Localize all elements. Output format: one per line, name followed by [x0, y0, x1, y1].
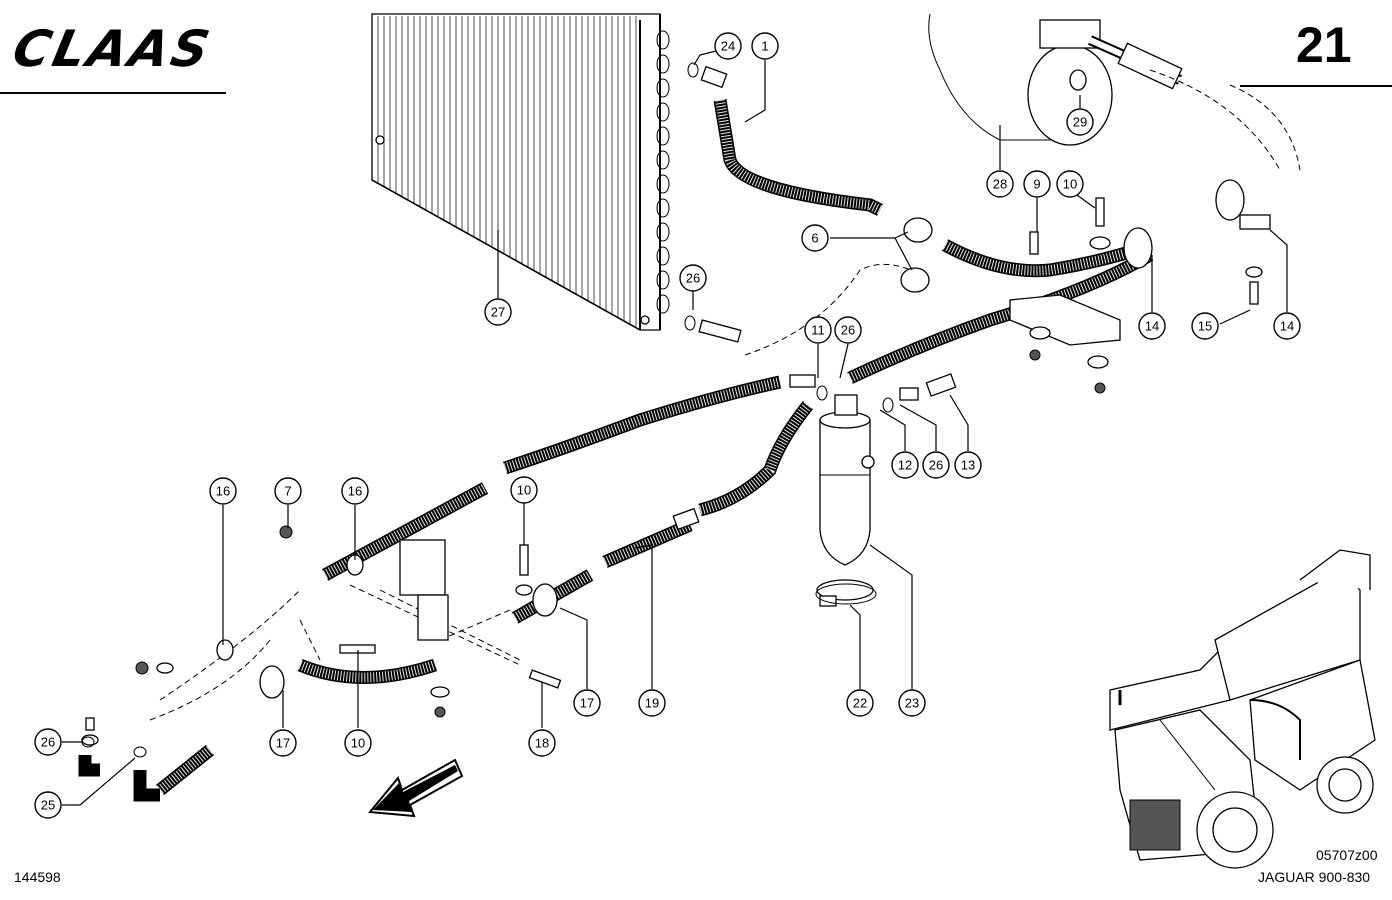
grommets — [900, 217, 933, 293]
callout-10: 10 — [1056, 170, 1084, 198]
callout-16: 16 — [209, 477, 237, 505]
callout-number: 19 — [645, 696, 659, 711]
callout-number: 17 — [276, 736, 290, 751]
callout-number: 6 — [811, 231, 818, 246]
callout-26: 26 — [922, 451, 950, 479]
drawing-code: 05707z00 — [1316, 847, 1378, 863]
callout-number: 25 — [41, 798, 55, 813]
callout-number: 28 — [993, 177, 1007, 192]
callout-number: 14 — [1145, 319, 1159, 334]
callout-1: 1 — [751, 32, 779, 60]
receiver-drier — [816, 394, 875, 607]
callout-number: 7 — [284, 484, 291, 499]
callout-number: 29 — [1073, 115, 1087, 130]
callout-number: 13 — [961, 458, 975, 473]
callout-number: 9 — [1033, 177, 1040, 192]
callout-22: 22 — [846, 689, 874, 717]
callout-19: 19 — [638, 689, 666, 717]
callout-11: 11 — [804, 316, 832, 344]
page-number: 21 — [1296, 17, 1352, 73]
callout-number: 26 — [841, 323, 855, 338]
callout-16: 16 — [341, 477, 369, 505]
callout-6: 6 — [801, 224, 829, 252]
callout-number: 15 — [1198, 319, 1212, 334]
callout-15: 15 — [1191, 312, 1219, 340]
mounting-plate — [1009, 294, 1121, 346]
callout-9: 9 — [1023, 170, 1051, 198]
callout-14: 14 — [1138, 312, 1166, 340]
callout-12: 12 — [891, 451, 919, 479]
direction-arrow-icon — [368, 758, 464, 818]
callout-27: 27 — [484, 298, 512, 326]
callout-number: 26 — [41, 735, 55, 750]
callout-number: 22 — [853, 696, 867, 711]
callout-13: 13 — [954, 451, 982, 479]
callout-number: 14 — [1280, 319, 1294, 334]
callout-number: 11 — [811, 323, 825, 338]
callout-number: 23 — [905, 696, 919, 711]
callout-number: 27 — [491, 305, 505, 320]
callout-17: 17 — [269, 729, 297, 757]
callout-number: 24 — [721, 39, 735, 54]
callout-number: 12 — [898, 458, 912, 473]
compressor — [928, 13, 1183, 146]
callout-number: 10 — [351, 736, 365, 751]
callout-10: 10 — [344, 729, 372, 757]
condenser — [371, 13, 670, 331]
callout-26: 26 — [34, 728, 62, 756]
callout-number: 16 — [348, 484, 362, 499]
model-name: JAGUAR 900-830 — [1258, 869, 1371, 885]
header-rule-right — [1240, 85, 1392, 87]
callout-25: 25 — [34, 791, 62, 819]
callout-23: 23 — [898, 689, 926, 717]
figure-id: 144598 — [14, 869, 61, 885]
callout-18: 18 — [528, 729, 556, 757]
harvester-thumbnail — [1109, 549, 1376, 869]
callout-28: 28 — [986, 170, 1014, 198]
callout-number: 18 — [535, 736, 549, 751]
callout-26: 26 — [679, 264, 707, 292]
callout-number: 26 — [686, 271, 700, 286]
callout-number: 16 — [216, 484, 230, 499]
callout-7: 7 — [274, 477, 302, 505]
callout-14: 14 — [1273, 312, 1301, 340]
callout-10: 10 — [510, 476, 538, 504]
callout-number: 10 — [1063, 177, 1077, 192]
leader-lines — [62, 47, 1288, 806]
clamps — [216, 179, 1271, 699]
callout-number: 26 — [929, 458, 943, 473]
fittings — [78, 62, 957, 802]
callout-number: 17 — [580, 696, 594, 711]
callout-17: 17 — [573, 689, 601, 717]
callout-number: 10 — [517, 483, 531, 498]
hose-clip — [815, 583, 877, 605]
callout-29: 29 — [1066, 108, 1094, 136]
callout-number: 1 — [761, 39, 768, 54]
callout-26: 26 — [834, 316, 862, 344]
callout-24: 24 — [714, 32, 742, 60]
